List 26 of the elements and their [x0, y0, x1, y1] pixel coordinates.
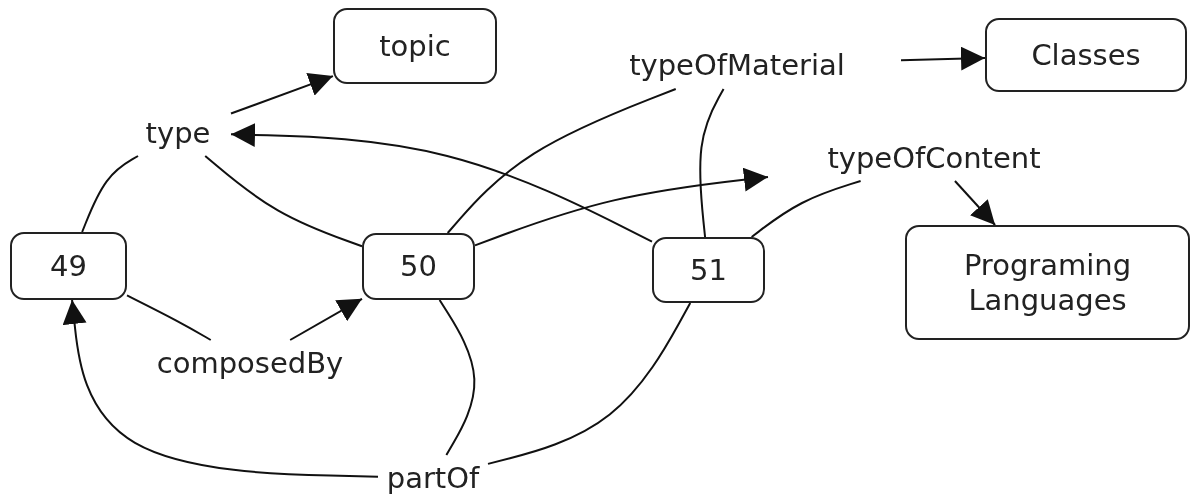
- entity-box: 50: [362, 233, 475, 300]
- relation-label: type: [128, 113, 228, 153]
- relation-label: typeOfMaterial: [576, 44, 898, 86]
- connector-line: [750, 180, 862, 238]
- connector-line: [126, 294, 212, 341]
- connector-line: [446, 88, 677, 234]
- connector-line: [487, 302, 692, 465]
- arrow: [900, 46, 986, 71]
- entity-box: topic: [333, 8, 497, 84]
- connector-line: [438, 299, 476, 456]
- arrow: [230, 73, 334, 115]
- relation-label: typeOfContent: [771, 138, 1097, 178]
- relation-label: composedBy: [112, 343, 388, 383]
- arrow: [474, 167, 769, 247]
- arrow: [62, 299, 379, 478]
- relation-label: partOf: [381, 458, 485, 498]
- entity-box: Classes: [985, 18, 1187, 92]
- connector-line: [81, 155, 139, 233]
- entity-box: 49: [10, 232, 127, 300]
- arrow: [953, 180, 997, 226]
- entity-box: 51: [652, 237, 765, 303]
- arrow: [230, 123, 653, 243]
- entity-box: Programing Languages: [905, 225, 1190, 340]
- connector-line: [699, 88, 725, 238]
- arrow: [289, 297, 363, 341]
- connector-line: [204, 155, 363, 248]
